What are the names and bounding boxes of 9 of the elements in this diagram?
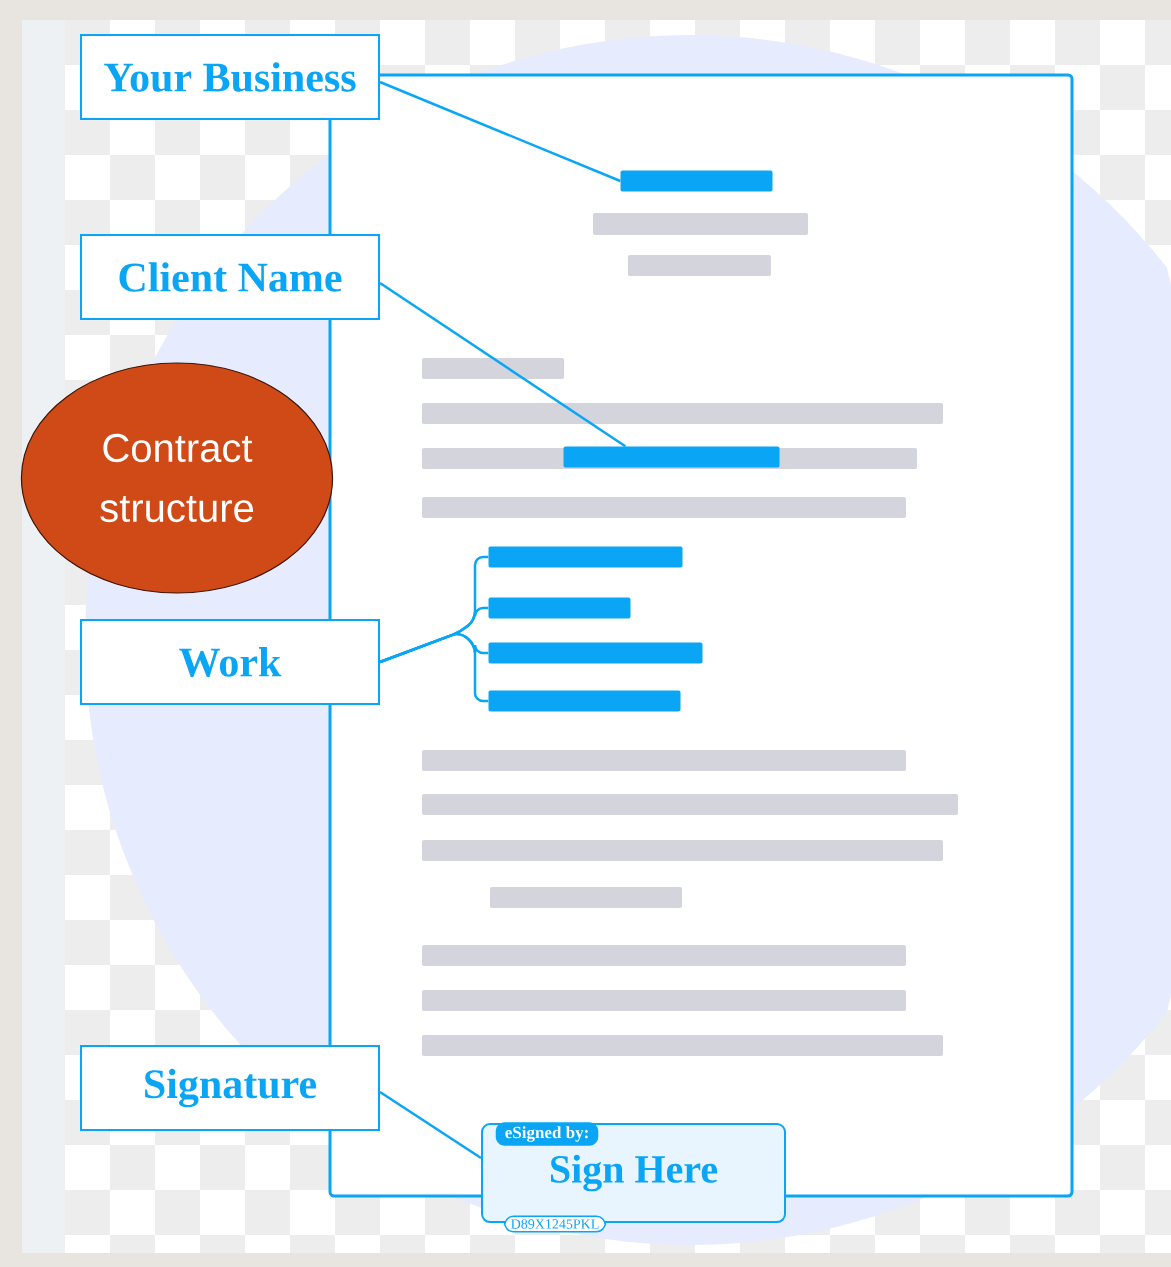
label-box: Client Name (80, 234, 380, 320)
signed-by-tag: eSigned by: (495, 1122, 599, 1146)
label-box: Signature (80, 1045, 380, 1131)
label-box: Your Business (80, 34, 380, 120)
label-box: Work (80, 619, 380, 705)
leader-line (379, 1090, 482, 1160)
code-tag: D89X1245PKL (503, 1215, 607, 1233)
leader-line (379, 632, 489, 703)
leader-line (379, 281, 626, 448)
